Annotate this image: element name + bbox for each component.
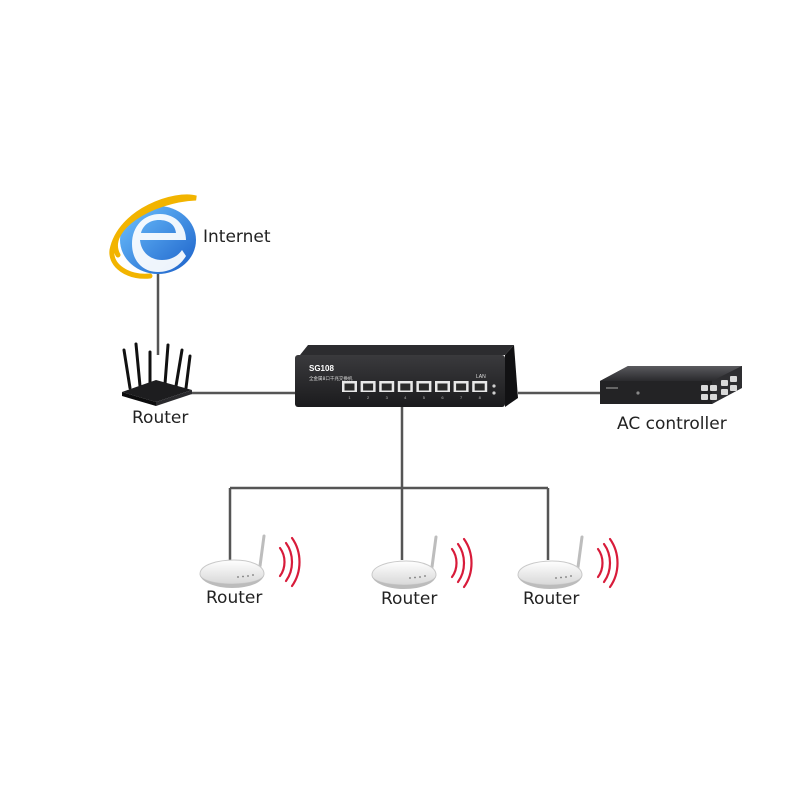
switch-port-socket: [363, 383, 374, 391]
switch-model-label: SG108: [309, 364, 334, 373]
switch-port-number: 3: [386, 395, 389, 400]
switch-port-number: 8: [479, 395, 482, 400]
switch-port-number: 6: [441, 395, 444, 400]
rack-server-icon: [600, 366, 742, 404]
switch-port-number: 5: [423, 395, 426, 400]
switch-port-socket: [456, 383, 467, 391]
switch-port-number: 7: [460, 395, 463, 400]
access-point-2: [371, 535, 473, 589]
switch-port-socket: [437, 383, 448, 391]
access-point-icon: [517, 535, 584, 589]
switch-port-socket: [381, 383, 392, 391]
wifi-signal-icon: [450, 537, 473, 589]
switch-port-number: 1: [348, 395, 351, 400]
ac-controller-label: AC controller: [617, 414, 727, 434]
wifi-signal-icon: [596, 537, 619, 589]
switch-port-socket: [344, 383, 355, 391]
core-router-label: Router: [132, 408, 189, 428]
ethernet-switch-icon: SG108 全金属8口千兆交换机 LAN 1 2 3 4 5 6 7 8: [295, 345, 518, 407]
wifi-router-icon: [122, 342, 192, 406]
switch-port-number: 4: [404, 395, 407, 400]
internet-explorer-icon: [109, 194, 197, 279]
access-point-2-label: Router: [381, 589, 438, 609]
access-point-1: [199, 534, 301, 588]
internet-label: Internet: [203, 227, 271, 247]
access-point-icon: [371, 535, 438, 589]
switch-lan-label: LAN: [476, 374, 486, 380]
connection-lines: [156, 272, 600, 560]
wifi-signal-icon: [278, 536, 301, 588]
access-point-3-label: Router: [523, 589, 580, 609]
access-point-icon: [199, 534, 266, 588]
switch-port-socket: [400, 383, 411, 391]
switch-subtitle-label: 全金属8口千兆交换机: [309, 375, 353, 382]
access-point-1-label: Router: [206, 588, 263, 608]
switch-port-socket: [474, 383, 485, 391]
access-point-3: [517, 535, 619, 589]
switch-port-socket: [418, 383, 429, 391]
switch-port-group: 1 2 3 4 5 6 7 8: [342, 381, 488, 400]
switch-status-leds: [492, 384, 496, 395]
switch-port-number: 2: [367, 395, 370, 400]
